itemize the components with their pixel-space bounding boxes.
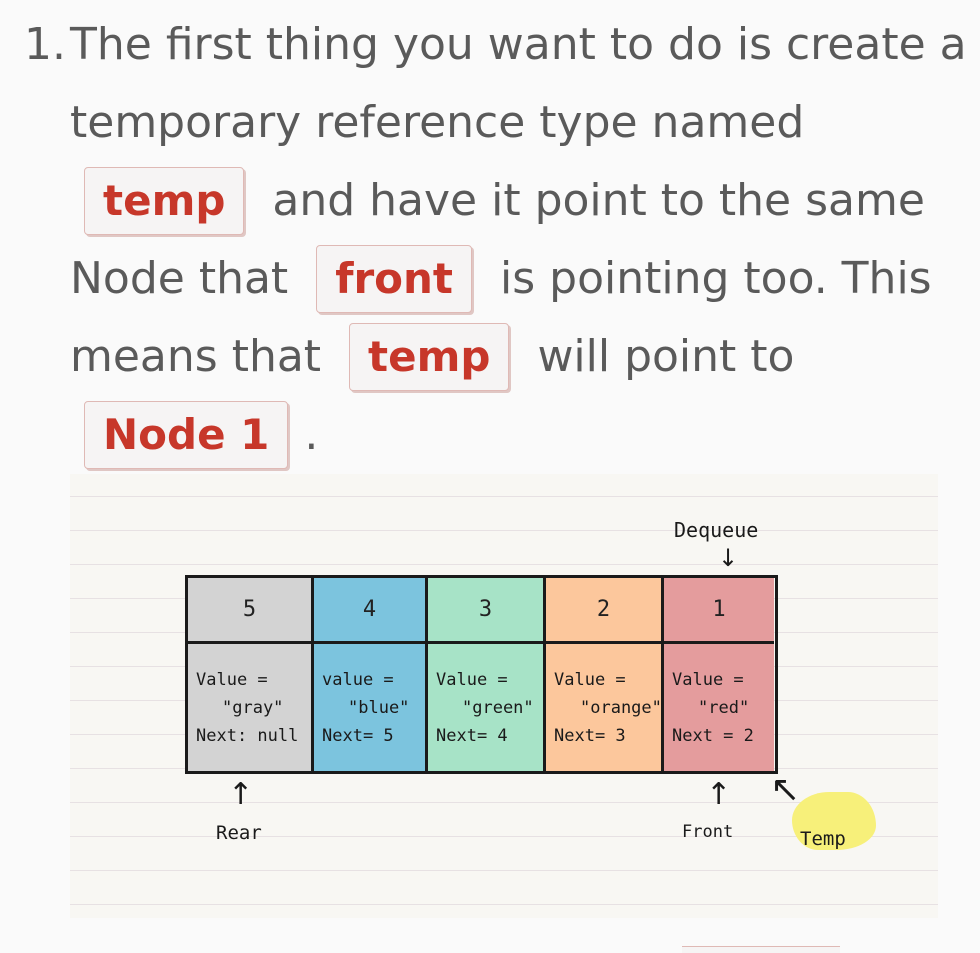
paper-rule xyxy=(70,904,938,905)
node-fields: Value = "green" Next= 4 xyxy=(428,644,543,771)
node-fields: Value = "red" Next = 2 xyxy=(664,644,774,771)
code-temp: temp xyxy=(84,167,245,235)
text-line-4-pre: Node that xyxy=(70,253,289,304)
paper-rule xyxy=(70,496,938,497)
queue-diagram: Dequeue ↓ 5 Value = "gray" Next: null 4 … xyxy=(70,474,938,918)
node-1: 1 Value = "red" Next = 2 xyxy=(664,578,774,771)
text-line-3-content: and have it point to the same xyxy=(272,175,925,226)
node-index: 3 xyxy=(428,578,543,644)
next-text: Next: null xyxy=(196,725,299,746)
value-label: value = xyxy=(322,669,394,690)
node-index: 1 xyxy=(664,578,774,644)
value-text: "orange" xyxy=(580,697,662,718)
next-text: Next= 3 xyxy=(554,725,626,746)
temp-arrow: ↖ xyxy=(770,769,801,810)
next-text: Next= 5 xyxy=(322,725,394,746)
text-line-4: Node that front is pointing too. This xyxy=(70,240,950,318)
next-text: Next= 4 xyxy=(436,725,508,746)
text-line-1-content: The first thing you want to do is create… xyxy=(70,19,967,70)
text-line-6: Node 1 . xyxy=(70,396,950,474)
node-4: 4 value = "blue" Next= 5 xyxy=(314,578,428,771)
code-temp-2: temp xyxy=(349,323,510,391)
temp-label: Temp xyxy=(800,828,846,850)
next-text: Next = 2 xyxy=(672,725,754,746)
value-label: Value = xyxy=(672,669,744,690)
node-fields: Value = "orange" Next= 3 xyxy=(546,644,662,771)
rear-label: Rear xyxy=(216,822,262,844)
front-label: Front xyxy=(682,822,734,842)
paper-rule xyxy=(70,836,938,837)
rear-arrow: ↑ xyxy=(228,777,254,812)
node-index: 2 xyxy=(546,578,661,644)
paper-rule xyxy=(70,530,938,531)
dequeue-arrow: ↓ xyxy=(718,544,739,572)
text-line-4-post: is pointing too. This xyxy=(500,253,932,304)
node-3: 3 Value = "green" Next= 4 xyxy=(428,578,546,771)
value-text: "blue" xyxy=(348,697,410,718)
text-line-5-post: will point to xyxy=(537,331,795,382)
text-line-2: temporary reference type named xyxy=(70,84,950,162)
step-text: The first thing you want to do is create… xyxy=(70,6,967,474)
dequeue-label: Dequeue xyxy=(674,518,759,542)
node-2: 2 Value = "orange" Next= 3 xyxy=(546,578,664,771)
value-label: Value = xyxy=(436,669,508,690)
front-arrow: ↑ xyxy=(706,777,732,812)
node-index: 5 xyxy=(188,578,311,644)
queue-box: 5 Value = "gray" Next: null 4 value = "b… xyxy=(185,575,778,774)
trailing-period: . xyxy=(304,409,319,460)
text-line-2-content: temporary reference type named xyxy=(70,97,805,148)
code-front: front xyxy=(316,245,473,313)
step-number: 1. xyxy=(24,19,66,70)
value-text: "red" xyxy=(698,697,750,718)
text-line-5-pre: means that xyxy=(70,331,322,382)
paper-rule xyxy=(70,802,938,803)
code-node-1: Node 1 xyxy=(84,401,289,469)
node-fields: Value = "gray" Next: null xyxy=(188,644,311,771)
node-fields: value = "blue" Next= 5 xyxy=(314,644,425,771)
value-text: "green" xyxy=(462,697,534,718)
text-line-1: The first thing you want to do is create… xyxy=(70,6,967,84)
paper-rule xyxy=(70,870,938,871)
value-label: Value = xyxy=(554,669,626,690)
paper-rule xyxy=(70,564,938,565)
next-code-chip-edge xyxy=(682,946,840,953)
node-5: 5 Value = "gray" Next: null xyxy=(188,578,314,771)
value-text: "gray" xyxy=(222,697,284,718)
temp-highlight xyxy=(792,792,876,850)
value-label: Value = xyxy=(196,669,268,690)
text-line-5: means that temp will point to xyxy=(70,318,950,396)
node-index: 4 xyxy=(314,578,425,644)
text-line-3: temp and have it point to the same xyxy=(70,162,950,240)
